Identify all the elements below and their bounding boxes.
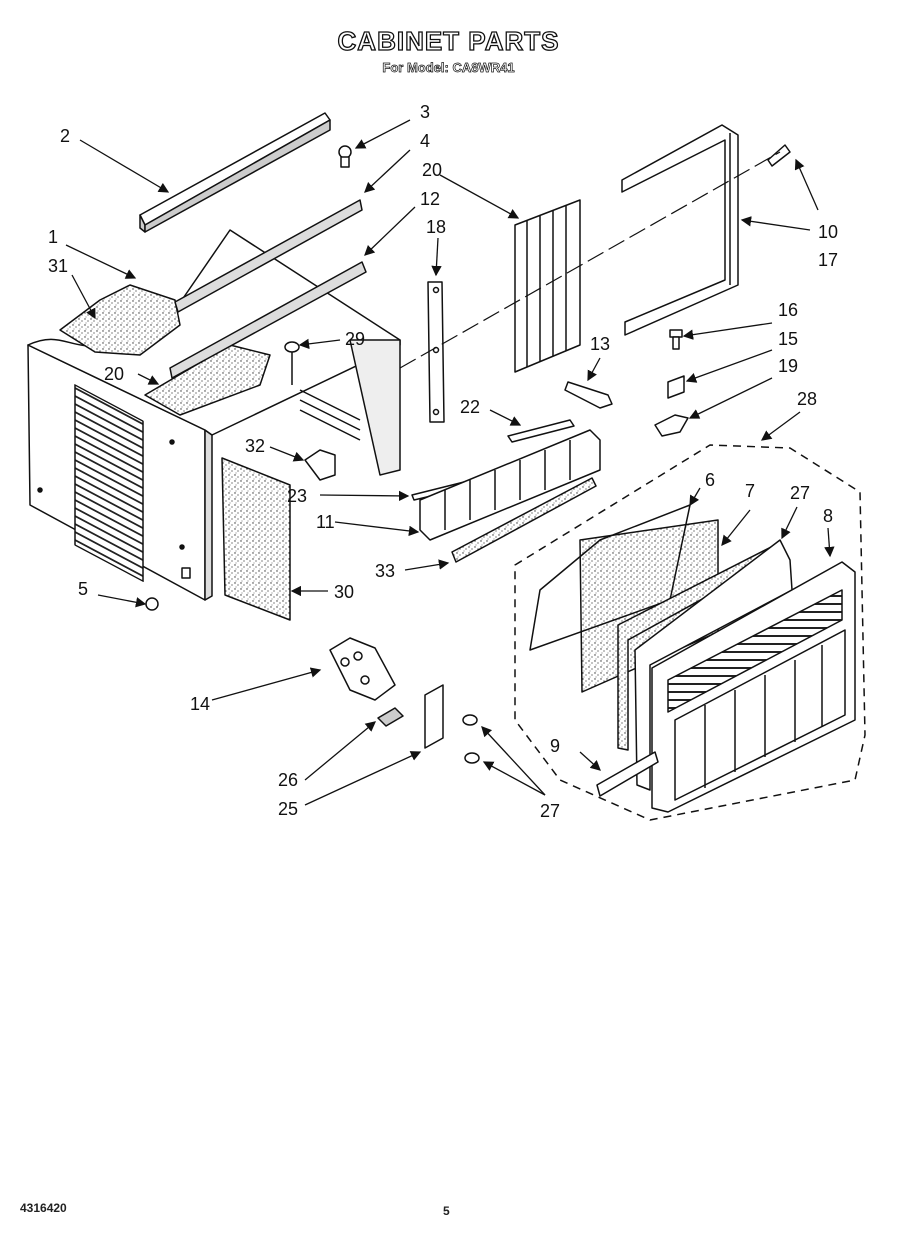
part-26-knobs [462, 714, 480, 764]
part-24-plate [424, 684, 444, 749]
callout-3: 3 [420, 102, 430, 122]
callout-8: 8 [823, 506, 833, 526]
part-13-bracket [564, 381, 613, 409]
callout-26: 27 [540, 801, 560, 821]
callout-16: 16 [778, 300, 798, 320]
callout-33: 33 [375, 561, 395, 581]
callout-23a: 22 [460, 397, 480, 417]
callout-20: 20 [104, 364, 124, 384]
part-11-grid [419, 429, 601, 541]
callout-17: 17 [818, 250, 838, 270]
part-16-screw [669, 329, 683, 350]
callout-30: 30 [334, 582, 354, 602]
callout-10: 10 [818, 222, 838, 242]
part-15-clip [667, 375, 685, 399]
callout-18: 18 [426, 217, 446, 237]
leader-lines [65, 119, 835, 806]
callout-31: 31 [48, 256, 68, 276]
part-30-panel [221, 457, 291, 621]
part-14-bracket [329, 637, 396, 701]
callout-19: 19 [778, 356, 798, 376]
part-32-bracket [304, 449, 336, 481]
model-subtitle: For Model: CA8WR41 [382, 60, 515, 76]
part-12-rail [169, 261, 367, 379]
part-10-screw [767, 144, 791, 167]
callout-labels: 2 3 4 20 12 18 1 31 10 17 16 15 19 13 29… [48, 102, 838, 821]
callout-22: 20 [422, 160, 442, 180]
callout-32: 32 [245, 436, 265, 456]
callout-25: 26 [278, 770, 298, 790]
part-25-block [377, 707, 404, 727]
callout-5: 5 [78, 579, 88, 599]
part-1-cabinet [27, 229, 401, 601]
document-number: 4316420 [20, 1201, 67, 1215]
part-19-bracket [654, 414, 689, 437]
callout-28: 28 [797, 389, 817, 409]
part-4-rail [174, 199, 363, 313]
callout-29: 29 [345, 329, 365, 349]
callout-24: 25 [278, 799, 298, 819]
part-27-frame [634, 539, 793, 791]
part-22-corrugated-panel [514, 199, 581, 373]
part-23-strip-upper [507, 419, 575, 443]
part-29-plug [284, 341, 300, 385]
part-5-screw [145, 597, 159, 611]
part-18-bracket [427, 281, 445, 423]
callout-7: 7 [745, 481, 755, 501]
part-2-rail [139, 112, 331, 233]
callout-6: 6 [705, 470, 715, 490]
callout-13: 13 [590, 334, 610, 354]
callout-15: 15 [778, 329, 798, 349]
page-number: 5 [443, 1204, 450, 1218]
part-33-strip [451, 477, 597, 563]
callout-23b: 23 [287, 486, 307, 506]
callout-12: 12 [420, 189, 440, 209]
callout-11: 11 [316, 512, 335, 532]
callout-2: 2 [60, 126, 70, 146]
part-17-frame [621, 124, 739, 336]
part-28-assembly-outline [514, 444, 866, 821]
part-3-screw [338, 145, 352, 168]
callout-4: 4 [420, 131, 430, 151]
part-9-rail [596, 751, 659, 797]
callout-9: 9 [550, 736, 560, 756]
callout-1: 1 [48, 227, 58, 247]
page-title: CABINET PARTS [337, 25, 560, 56]
part-8-front-grille [651, 561, 856, 813]
callout-27: 27 [790, 483, 810, 503]
callout-14: 14 [190, 694, 210, 714]
